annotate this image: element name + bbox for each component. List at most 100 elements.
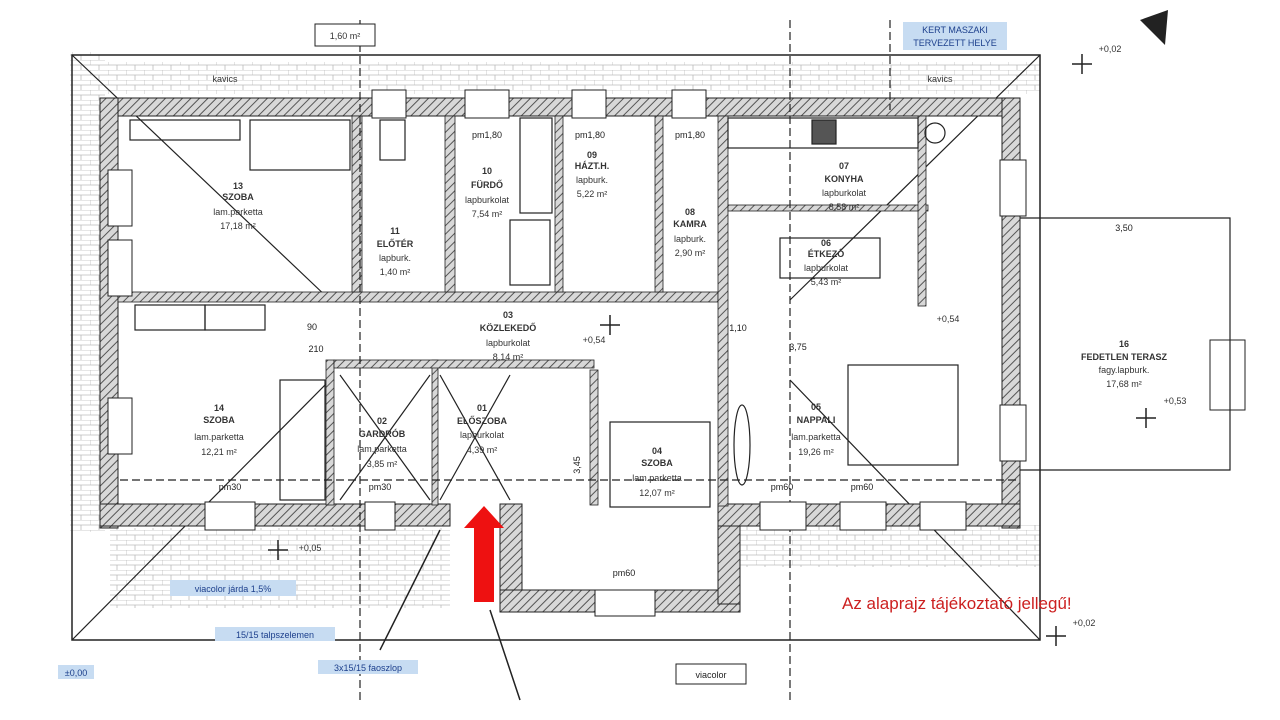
dashed-guides bbox=[120, 20, 1020, 700]
svg-text:10: 10 bbox=[482, 166, 492, 176]
dim-pm60-2: pm60 bbox=[851, 482, 874, 492]
entrance-path bbox=[379, 529, 521, 701]
dim-pm60-3: pm60 bbox=[613, 568, 636, 578]
paving-left bbox=[70, 52, 105, 532]
svg-text:lapburk.: lapburk. bbox=[576, 175, 608, 185]
svg-text:NAPPALI: NAPPALI bbox=[797, 415, 836, 425]
svg-text:05: 05 bbox=[811, 402, 821, 412]
svg-text:lapburkolat: lapburkolat bbox=[486, 338, 531, 348]
svg-text:8,58 m²: 8,58 m² bbox=[829, 202, 860, 212]
level-top-right: +0,02 bbox=[1099, 44, 1122, 54]
svg-text:08: 08 bbox=[685, 207, 695, 217]
svg-text:13: 13 bbox=[233, 181, 243, 191]
sidewalk-label: viacolor járda 1,5% bbox=[195, 584, 272, 594]
svg-text:06: 06 bbox=[821, 238, 831, 248]
svg-text:lapburk.: lapburk. bbox=[379, 253, 411, 263]
svg-text:lapburkolat: lapburkolat bbox=[460, 430, 505, 440]
area-box-label: 1,60 m² bbox=[330, 31, 361, 41]
dim-pm180-3: pm1,80 bbox=[675, 130, 705, 140]
svg-text:11: 11 bbox=[390, 226, 400, 236]
svg-text:12,07 m²: 12,07 m² bbox=[639, 488, 675, 498]
room-06: 06 ÉTKEZŐ lapburkolat 5,43 m² bbox=[804, 238, 849, 287]
post-label: 3x15/15 faoszlop bbox=[334, 663, 402, 673]
level-bottom-right: +0,02 bbox=[1073, 618, 1096, 628]
level-kitchen: +0,54 bbox=[937, 314, 960, 324]
sill-tag-bg bbox=[215, 627, 335, 641]
tag-line2: TERVEZETT HELYE bbox=[913, 38, 997, 48]
terrace-rail bbox=[1209, 339, 1246, 411]
room-03: 03 KÖZLEKEDŐ lapburkolat 8,14 m² bbox=[480, 310, 537, 362]
svg-text:09: 09 bbox=[587, 150, 597, 160]
room-09: 09 HÁZT.H. lapburk. 5,22 m² bbox=[575, 150, 610, 199]
room-02: 02 GARDRÓB lam.parketta 3,85 m² bbox=[357, 416, 407, 469]
svg-text:FEDETLEN TERASZ: FEDETLEN TERASZ bbox=[1081, 352, 1168, 362]
room-10: 10 FÜRDŐ lapburkolat 7,54 m² bbox=[465, 166, 510, 219]
level-terrace: +0,53 bbox=[1164, 396, 1187, 406]
room-04: 04 SZOBA lam.parketta 12,07 m² bbox=[632, 446, 682, 498]
dim-90: 90 bbox=[307, 322, 317, 332]
dim-110: 1,10 bbox=[729, 323, 747, 333]
svg-text:KAMRA: KAMRA bbox=[673, 219, 707, 229]
svg-text:02: 02 bbox=[377, 416, 387, 426]
room-05: 05 NAPPALI lam.parketta 19,26 m² bbox=[791, 402, 841, 457]
svg-text:19,26 m²: 19,26 m² bbox=[798, 447, 834, 457]
svg-text:lapburkolat: lapburkolat bbox=[465, 195, 510, 205]
room-14: 14 SZOBA lam.parketta 12,21 m² bbox=[194, 403, 244, 457]
svg-text:12,21 m²: 12,21 m² bbox=[201, 447, 237, 457]
corner-label: ±0,00 bbox=[65, 668, 87, 678]
area-box bbox=[314, 23, 376, 47]
svg-text:HÁZT.H.: HÁZT.H. bbox=[575, 161, 610, 171]
level-entrance: +0,05 bbox=[299, 543, 322, 553]
svg-text:3,85 m²: 3,85 m² bbox=[367, 459, 398, 469]
viacolor-box bbox=[675, 663, 747, 685]
entrance-arrow bbox=[464, 506, 504, 602]
sill-label: 15/15 talpszelemen bbox=[236, 630, 314, 640]
windows bbox=[107, 89, 1027, 617]
svg-text:lam.parketta: lam.parketta bbox=[213, 207, 263, 217]
svg-text:8,14 m²: 8,14 m² bbox=[493, 352, 524, 362]
dim-345: 3,45 bbox=[572, 456, 582, 474]
svg-text:03: 03 bbox=[503, 310, 513, 320]
gravel-right: kavics bbox=[927, 74, 953, 84]
svg-text:lapburkolat: lapburkolat bbox=[822, 188, 867, 198]
corner-tag-bg bbox=[58, 665, 94, 679]
gravel-left: kavics bbox=[212, 74, 238, 84]
paving-top bbox=[90, 62, 1040, 94]
svg-text:07: 07 bbox=[839, 161, 849, 171]
dim-pm180-2: pm1,80 bbox=[575, 130, 605, 140]
svg-text:lam.parketta: lam.parketta bbox=[632, 473, 682, 483]
terrace-outline bbox=[1020, 217, 1231, 471]
room-07: 07 KONYHA lapburkolat 8,58 m² bbox=[822, 161, 867, 212]
svg-text:ÉTKEZŐ: ÉTKEZŐ bbox=[808, 248, 845, 259]
svg-text:lam.parketta: lam.parketta bbox=[791, 432, 841, 442]
svg-text:lam.parketta: lam.parketta bbox=[357, 444, 407, 454]
level-crosshairs bbox=[268, 54, 1156, 646]
room-01: 01 ELŐSZOBA lapburkolat 4,39 m² bbox=[457, 403, 508, 455]
dim-375: 3,75 bbox=[789, 342, 807, 352]
inner-walls bbox=[117, 115, 929, 507]
svg-text:17,68 m²: 17,68 m² bbox=[1106, 379, 1142, 389]
svg-text:ELŐSZOBA: ELŐSZOBA bbox=[457, 415, 508, 426]
dim-pm60-1: pm60 bbox=[771, 482, 794, 492]
svg-text:04: 04 bbox=[652, 446, 662, 456]
room-16: 16 FEDETLEN TERASZ fagy.lapburk. 17,68 m… bbox=[1081, 339, 1168, 389]
svg-text:1,40 m²: 1,40 m² bbox=[380, 267, 411, 277]
svg-text:lam.parketta: lam.parketta bbox=[194, 432, 244, 442]
dim-pm180-1: pm1,80 bbox=[472, 130, 502, 140]
dim-pm30-2: pm30 bbox=[369, 482, 392, 492]
svg-text:GARDRÓB: GARDRÓB bbox=[359, 428, 406, 439]
svg-text:SZOBA: SZOBA bbox=[641, 458, 673, 468]
svg-text:lapburkolat: lapburkolat bbox=[804, 263, 849, 273]
paving-bottom-right bbox=[740, 525, 1040, 567]
svg-text:KONYHA: KONYHA bbox=[824, 174, 864, 184]
disclaimer-note: Az alaprajz tájékoztató jellegű! bbox=[842, 594, 1072, 613]
dim-210: 210 bbox=[308, 344, 323, 354]
tag-box bbox=[903, 22, 1007, 50]
viacolor-label: viacolor bbox=[695, 670, 726, 680]
svg-text:fagy.lapburk.: fagy.lapburk. bbox=[1099, 365, 1150, 375]
north-arrow-icon bbox=[1140, 10, 1168, 45]
furniture bbox=[129, 117, 959, 508]
room-13: 13 SZOBA lam.parketta 17,18 m² bbox=[213, 181, 263, 231]
svg-text:14: 14 bbox=[214, 403, 224, 413]
